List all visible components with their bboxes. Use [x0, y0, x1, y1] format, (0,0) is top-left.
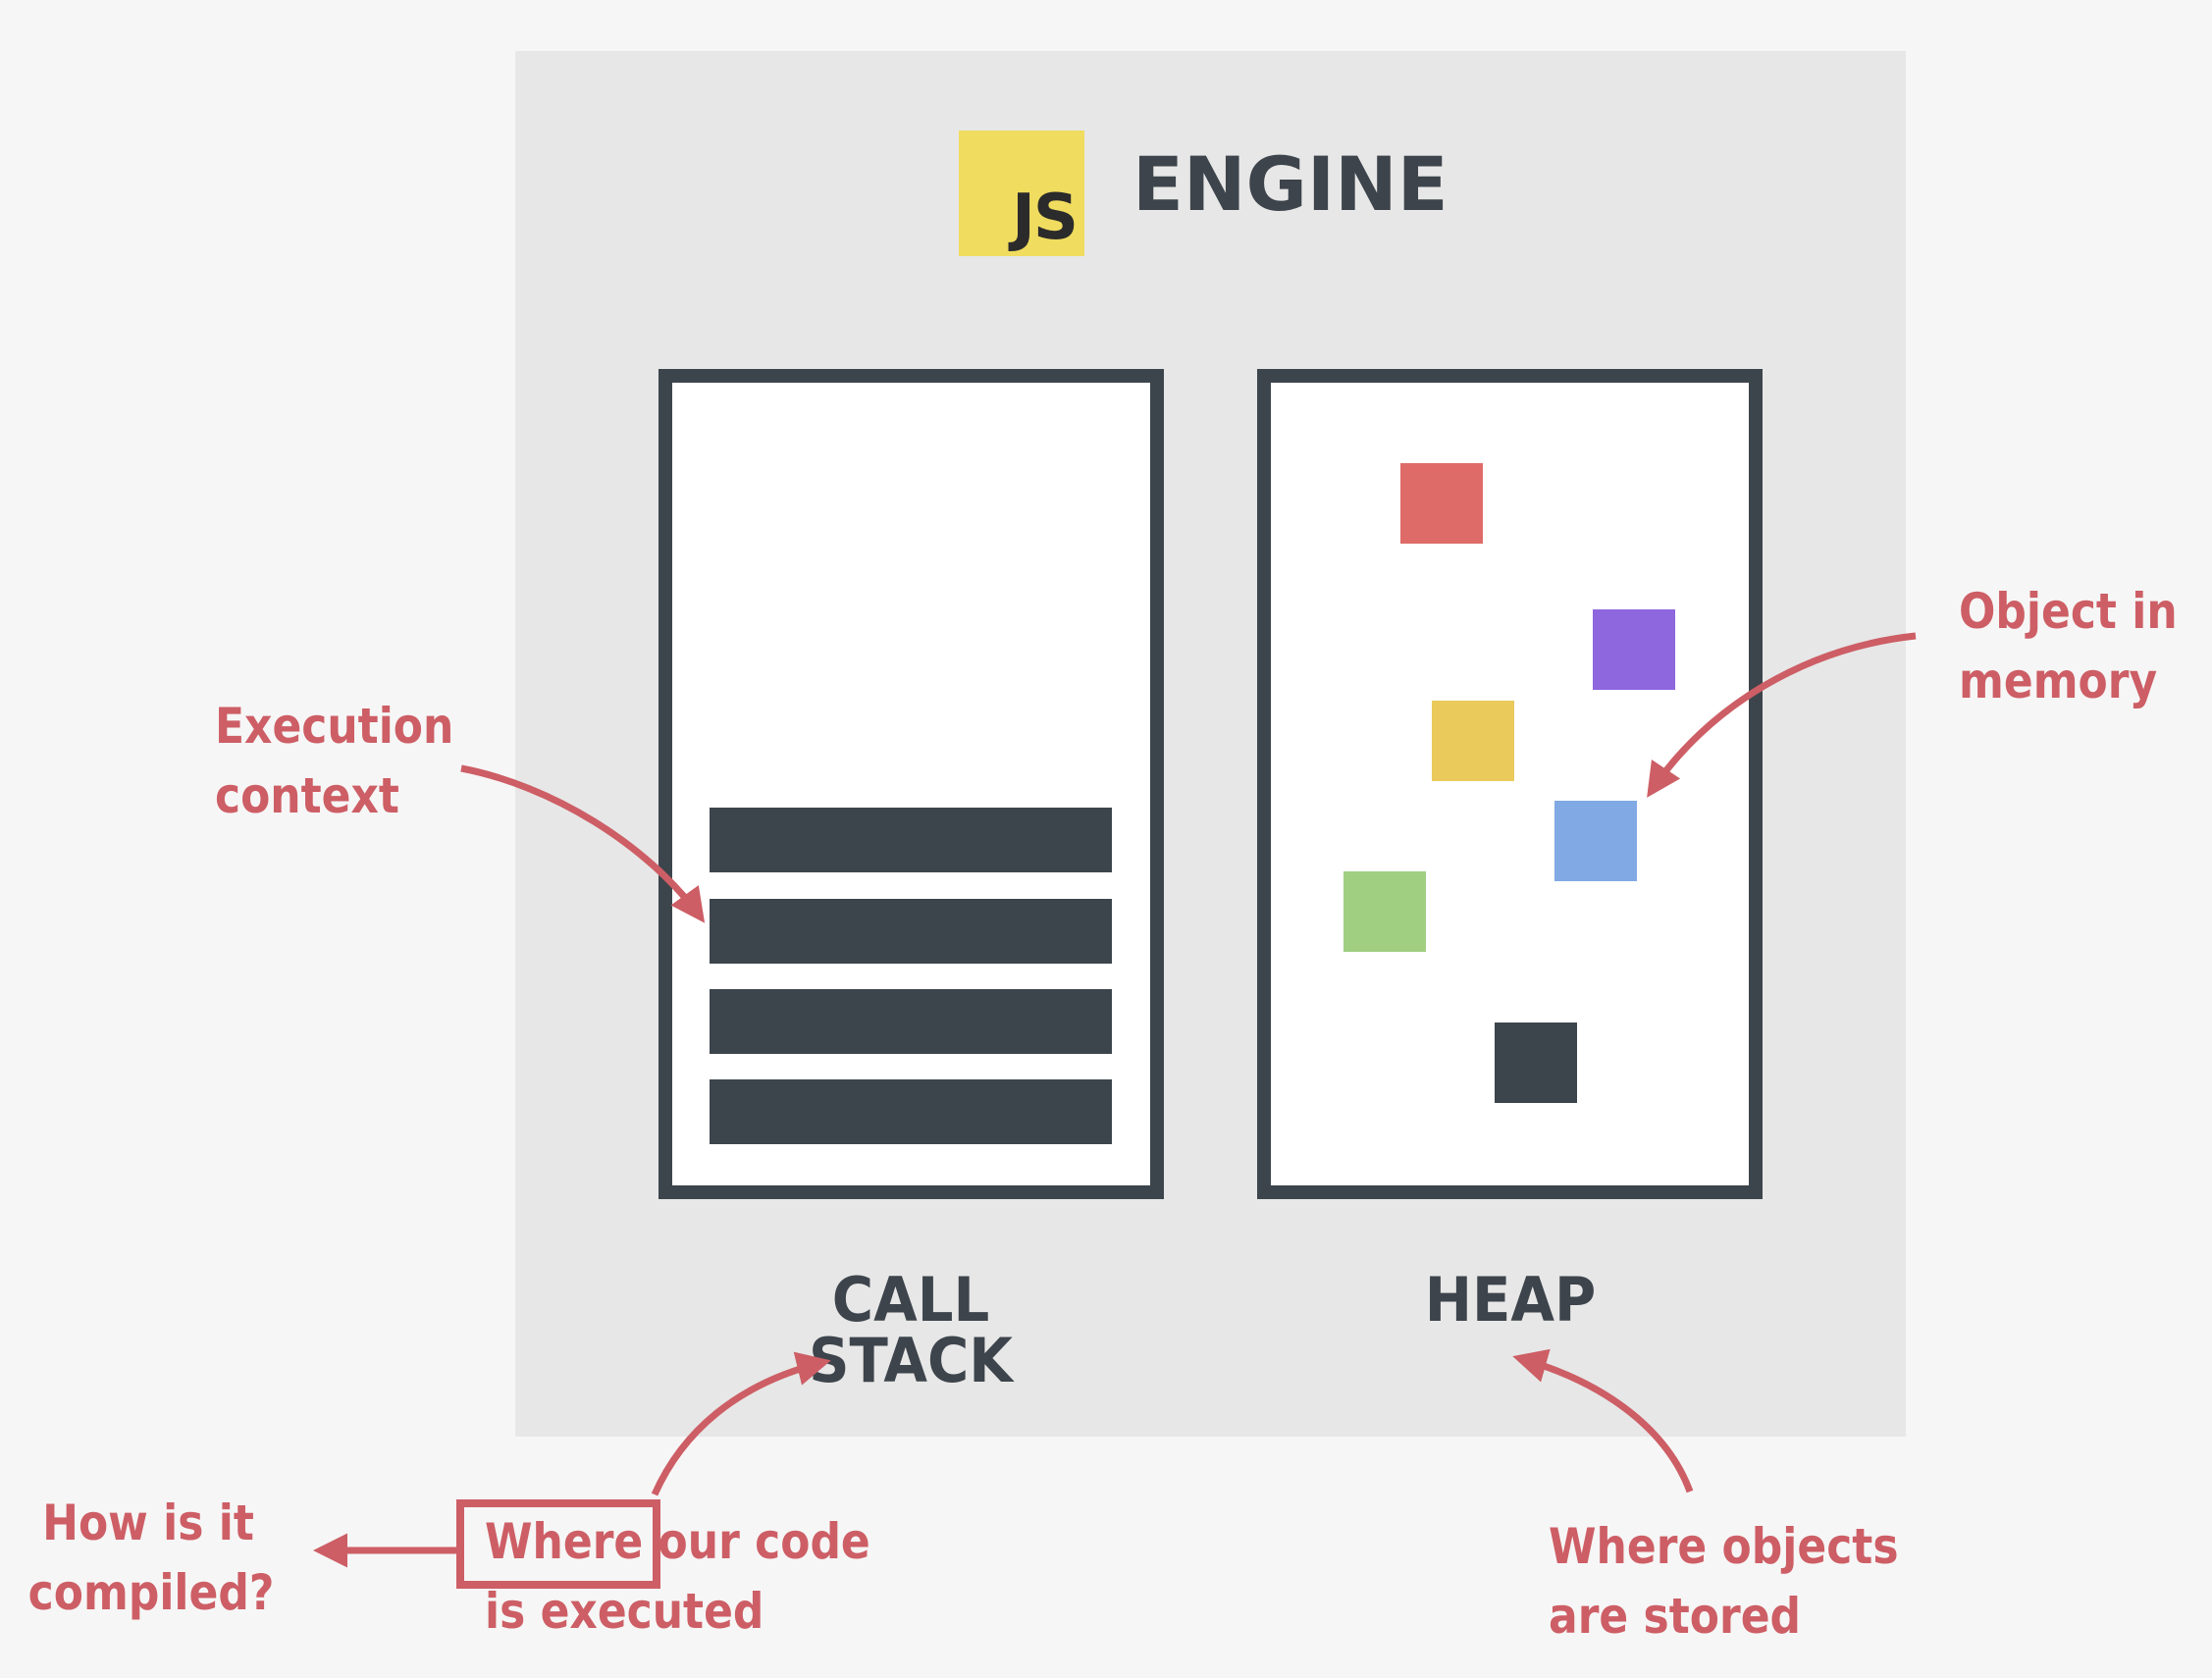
object-in-memory-arrow — [1647, 632, 1917, 798]
how-compiled-note: How is it compiled? — [27, 1494, 275, 1621]
yellow-object — [1432, 701, 1514, 781]
execution-context-arrow — [460, 764, 706, 923]
heap-label: HEAP — [1424, 1264, 1597, 1336]
object-in-memory-note: Object in memory — [1959, 583, 2178, 709]
where-highlight-box — [456, 1499, 660, 1589]
heap-arrow — [1512, 1348, 1694, 1494]
js-logo-text: JS — [1012, 182, 1079, 254]
call-stack-arrow — [651, 1351, 831, 1496]
where-objects-stored-note: Where objects are stored — [1549, 1518, 1899, 1645]
execution-context-frame — [710, 808, 1112, 872]
call-stack-box — [658, 369, 1164, 1199]
execution-context-frame — [710, 1079, 1112, 1144]
where-code-executed-note: Where our code is executed — [485, 1513, 870, 1640]
execution-context-frame — [710, 899, 1112, 964]
red-object — [1400, 463, 1483, 544]
purple-object — [1593, 609, 1675, 690]
execution-context-frame — [710, 989, 1112, 1054]
dark-object — [1495, 1023, 1577, 1103]
engine-title: ENGINE — [1132, 140, 1448, 228]
blue-object — [1554, 801, 1637, 881]
execution-context-note: Execution context — [215, 698, 454, 824]
green-object — [1343, 871, 1426, 952]
call-stack-label: CALL STACK — [808, 1264, 1014, 1396]
js-logo: JS — [959, 131, 1084, 256]
